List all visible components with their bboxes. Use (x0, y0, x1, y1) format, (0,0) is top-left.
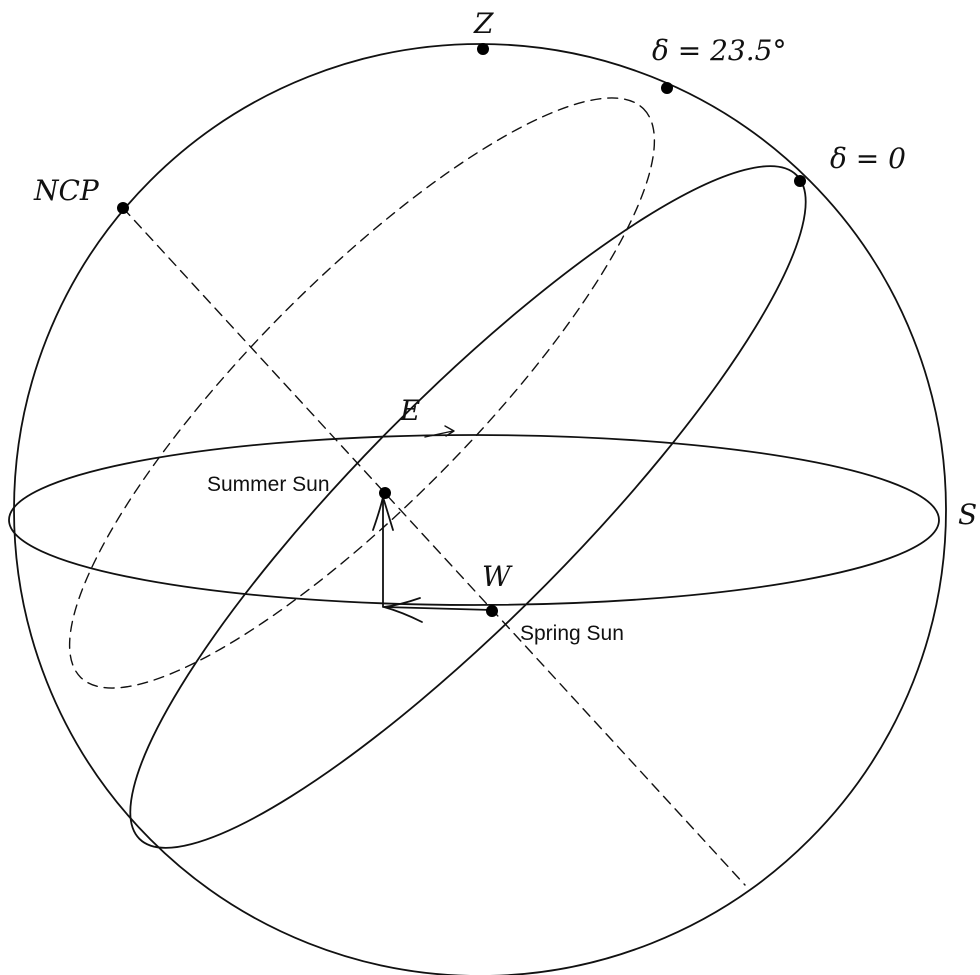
summer-sun-label: Summer Sun (207, 473, 330, 496)
summer-sun-point (379, 487, 391, 499)
zenith-point (477, 43, 489, 55)
summer-solstice-path (68, 97, 656, 689)
summer-declination-point (661, 82, 673, 94)
spring-sun-label: Spring Sun (520, 622, 624, 645)
ncp-label: NCP (33, 174, 100, 207)
azimuth-arrow (383, 606, 493, 611)
azimuth-arrowhead (383, 597, 423, 623)
equator-declination-label: δ = 0 (830, 142, 906, 175)
zenith-label: Z (473, 7, 494, 40)
west-label: W (482, 560, 513, 593)
south-label: S (958, 498, 977, 531)
celestial-equator-path (129, 165, 807, 849)
east-arrow (424, 425, 455, 438)
spring-sun-point (486, 605, 498, 617)
east-label: E (399, 394, 420, 427)
ncp-point (117, 202, 129, 214)
polar-axis-line (122, 207, 746, 886)
equator-declination-point (794, 175, 806, 187)
summer-declination-label: δ = 23.5° (652, 34, 786, 67)
celestial-sphere-outline (13, 43, 947, 975)
horizon-ellipse (8, 434, 940, 606)
